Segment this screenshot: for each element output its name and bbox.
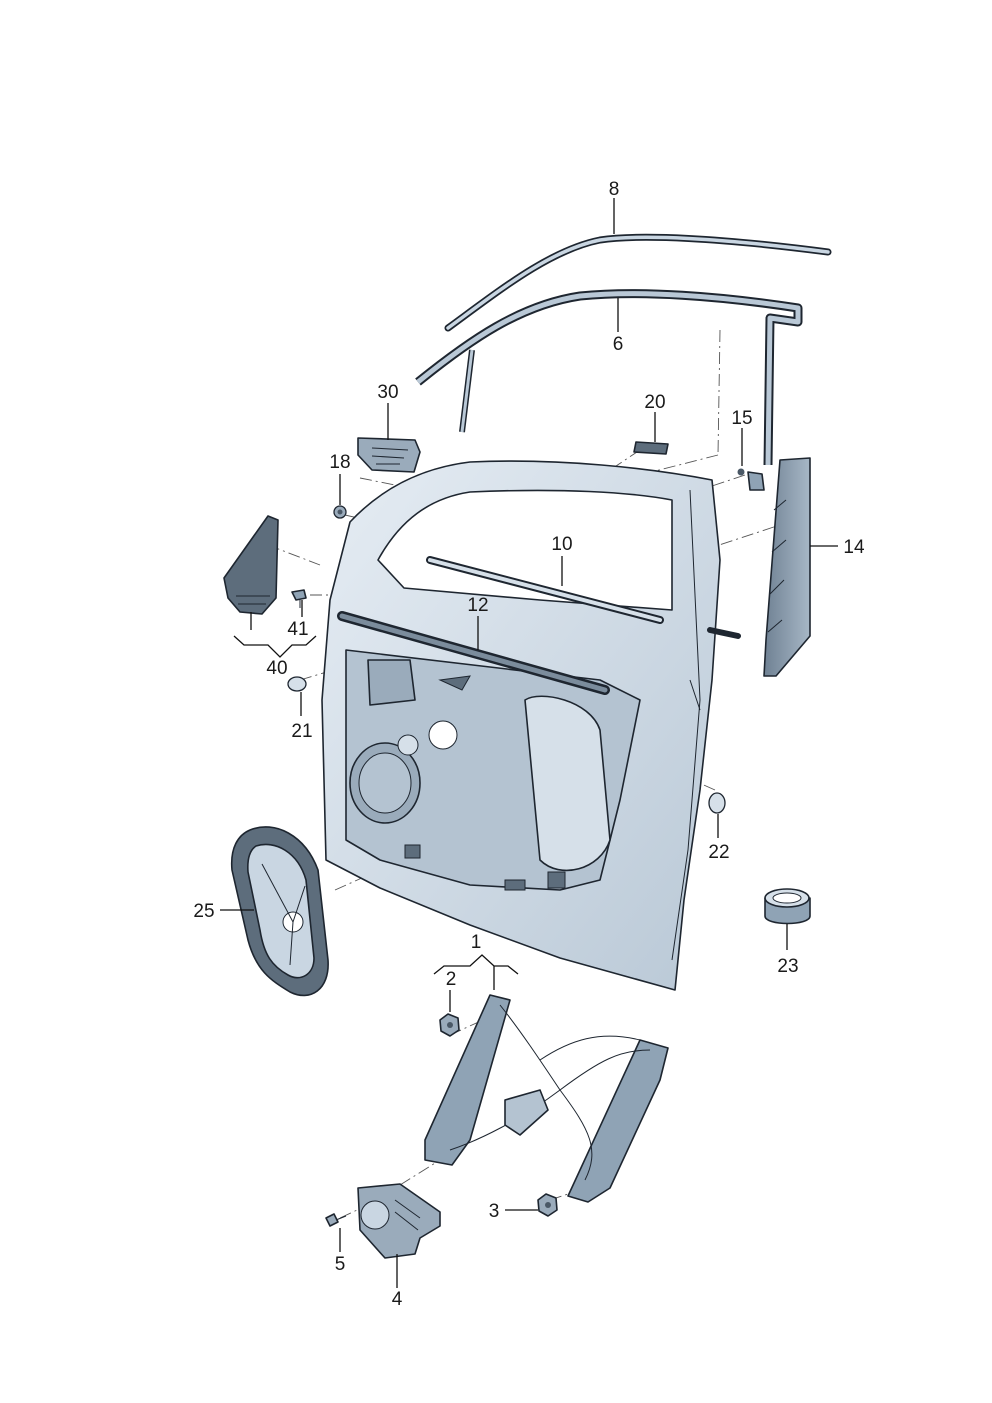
part-18-nut bbox=[333, 505, 347, 519]
callout-2: 2 bbox=[446, 969, 457, 990]
callout-22: 22 bbox=[708, 842, 729, 863]
part-4-window-motor bbox=[357, 1183, 441, 1259]
callout-8: 8 bbox=[609, 179, 620, 200]
part-22-plug bbox=[708, 792, 726, 814]
callout-40: 40 bbox=[266, 658, 287, 679]
callout-3: 3 bbox=[489, 1201, 500, 1222]
part-30-mirror-mount bbox=[357, 437, 421, 473]
part-21-plug bbox=[287, 676, 307, 692]
part-14-door-seal-strip bbox=[763, 457, 811, 677]
part-5-screw bbox=[325, 1213, 347, 1227]
callout-6: 6 bbox=[613, 334, 624, 355]
part-25-cover bbox=[230, 826, 329, 997]
callout-10: 10 bbox=[551, 534, 572, 555]
callout-18: 18 bbox=[329, 452, 350, 473]
callout-14: 14 bbox=[843, 537, 865, 558]
part-8-window-frame-seal bbox=[444, 233, 832, 332]
callout-25: 25 bbox=[193, 901, 214, 922]
part-41-screw bbox=[291, 589, 307, 608]
callout-5: 5 bbox=[335, 1254, 346, 1275]
part-23-grommet bbox=[764, 888, 811, 925]
callout-1: 1 bbox=[471, 932, 482, 953]
part-20-pad bbox=[633, 441, 669, 455]
callout-15: 15 bbox=[731, 408, 752, 429]
callout-23: 23 bbox=[777, 956, 798, 977]
part-15-clip bbox=[737, 468, 765, 491]
part-12-inner-window-strip bbox=[337, 611, 610, 695]
callout-12: 12 bbox=[467, 595, 488, 616]
callout-21: 21 bbox=[291, 721, 312, 742]
callout-30: 30 bbox=[377, 382, 398, 403]
door-shell bbox=[321, 460, 721, 991]
part-6-window-guide-channel bbox=[415, 289, 803, 466]
part-1-window-regulator bbox=[424, 994, 669, 1203]
leader-lines bbox=[220, 198, 838, 1288]
part-40-trim-cover bbox=[223, 515, 279, 615]
callout-20: 20 bbox=[644, 392, 665, 413]
part-3-nut bbox=[537, 1193, 558, 1217]
part-10-outer-window-strip bbox=[426, 556, 741, 639]
callout-4: 4 bbox=[392, 1289, 403, 1310]
part-2-nut bbox=[439, 1013, 460, 1037]
callout-41: 41 bbox=[287, 619, 308, 640]
callout-labels: 8 6 30 20 15 18 10 12 14 41 40 21 22 25 … bbox=[193, 179, 865, 1310]
